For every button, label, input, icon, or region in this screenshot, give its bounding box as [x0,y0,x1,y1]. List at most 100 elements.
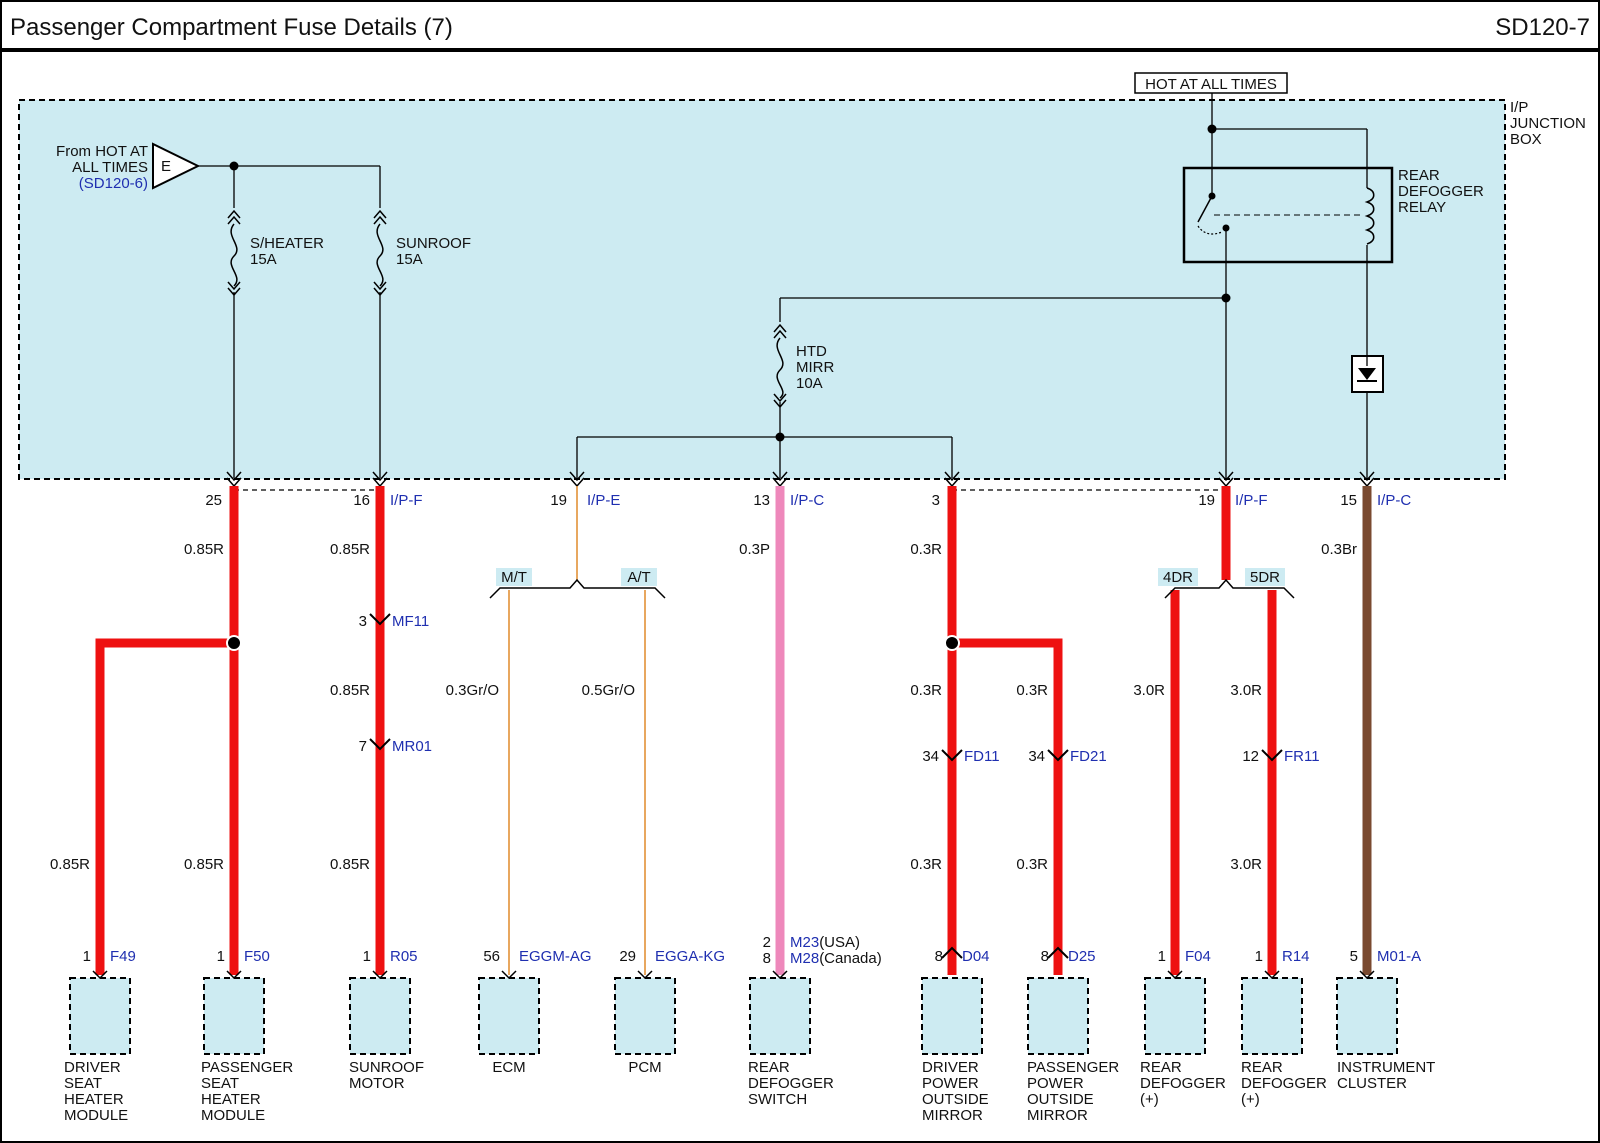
svg-text:15A: 15A [396,251,423,268]
svg-text:10A: 10A [796,375,823,392]
component-4: 29 EGGA-KG PCM [614,948,725,1076]
svg-text:E: E [161,158,171,175]
component-connector: D25 [1068,948,1096,965]
component-pin-chevron [1359,970,1375,980]
svg-text:0.85R: 0.85R [330,541,370,558]
component-pin: 8 [935,948,943,965]
component-name: MODULE [201,1107,265,1124]
svg-text:(SD120-6): (SD120-6) [79,175,148,192]
component-name: POWER [922,1075,979,1092]
svg-text:25: 25 [205,492,222,509]
gro-tracers [508,486,646,975]
svg-text:15: 15 [1340,492,1357,509]
source-connector: From HOT AT ALL TIMES (SD120-6) E [56,142,201,192]
component-name: SEAT [201,1075,239,1092]
svg-text:0.3R: 0.3R [910,541,942,558]
component-box [614,977,676,1055]
component-name: HEATER [201,1091,261,1108]
component-connector: M23(USA) [790,934,860,951]
component-name: DRIVER [922,1059,979,1076]
fuse-sheater-label: S/HEATER 15A [250,235,324,268]
component-box [1241,977,1303,1055]
component-box [349,977,411,1055]
svg-text:0.3R: 0.3R [910,856,942,873]
svg-text:3.0R: 3.0R [1133,682,1165,699]
svg-text:0.3Gr/O: 0.3Gr/O [446,682,499,699]
option-brackets [489,578,1295,599]
svg-text:4DR: 4DR [1163,569,1193,586]
component-name: HEATER [64,1091,124,1108]
component-connector: F50 [244,948,270,965]
svg-text:RELAY: RELAY [1398,199,1446,216]
fuse-sheater [227,209,241,297]
svg-text:FR11: FR11 [1284,748,1320,765]
page-title: Passenger Compartment Fuse Details (7) [10,14,453,41]
svg-text:0.5Gr/O: 0.5Gr/O [582,682,635,699]
component-name: DRIVER [64,1059,121,1076]
component-pin: 1 [83,948,91,965]
svg-text:0.85R: 0.85R [184,856,224,873]
svg-text:7: 7 [359,738,367,755]
svg-text:I/P-C: I/P-C [1377,492,1411,509]
component-connector: F49 [110,948,136,965]
component-pin: 29 [619,948,636,965]
svg-text:ALL TIMES: ALL TIMES [72,159,148,176]
diode [1351,355,1384,393]
svg-text:0.3R: 0.3R [1016,856,1048,873]
component-name: POWER [1027,1075,1084,1092]
fuse-htd-mirr-label: HTD MIRR 10A [796,343,834,392]
box-pin-labels: 25 16 I/P-F 19 I/P-E 13 I/P-C 3 19 I/P-F… [205,492,1411,509]
component-name: PCM [628,1059,661,1076]
svg-text:19: 19 [550,492,567,509]
svg-text:I/P-F: I/P-F [1235,492,1268,509]
svg-text:I/P-E: I/P-E [587,492,620,509]
component-connector: M01-A [1377,948,1421,965]
hot-at-all-times-label: HOT AT ALL TIMES [1145,76,1277,93]
component-name: MODULE [64,1107,128,1124]
component-name: MIRROR [922,1107,983,1124]
relay-label: REAR DEFOGGER RELAY [1398,167,1484,216]
component-name: REAR [1140,1059,1182,1076]
component-name: PASSENGER [201,1059,293,1076]
junction-box-label: I/P JUNCTION BOX [1510,99,1586,148]
fuse-sunroof-label: SUNROOF 15A [396,235,471,268]
component-name: MIRROR [1027,1107,1088,1124]
svg-text:I/P-C: I/P-C [790,492,824,509]
svg-text:12: 12 [1242,748,1259,765]
svg-text:BOX: BOX [1510,131,1542,148]
svg-text:19: 19 [1198,492,1215,509]
svg-text:M/T: M/T [501,569,527,586]
svg-text:0.3P: 0.3P [739,541,770,558]
component-box [1027,977,1089,1055]
component-connector: EGGA-KG [655,948,725,965]
svg-text:From HOT AT: From HOT AT [56,143,148,160]
svg-text:A/T: A/T [627,569,650,586]
component-name: SWITCH [748,1091,807,1108]
component-name: MOTOR [349,1075,405,1092]
svg-text:MF11: MF11 [392,613,429,630]
component-pin-chevron [372,970,388,980]
component-pin-chevron [772,970,788,980]
component-pin-chevron [226,970,242,980]
component-name: REAR [1241,1059,1283,1076]
component-pin: 8 [1041,948,1049,965]
svg-text:HTD: HTD [796,343,827,360]
svg-text:MR01: MR01 [392,738,432,755]
svg-text:3: 3 [359,613,367,630]
component-box [749,977,811,1055]
svg-text:0.3R: 0.3R [910,682,942,699]
svg-text:0.85R: 0.85R [50,856,90,873]
splice-dots [229,124,1231,442]
component-name: ECM [492,1059,525,1076]
svg-text:0.85R: 0.85R [184,541,224,558]
svg-text:S/HEATER: S/HEATER [250,235,324,252]
component-name: DEFOGGER [748,1075,834,1092]
